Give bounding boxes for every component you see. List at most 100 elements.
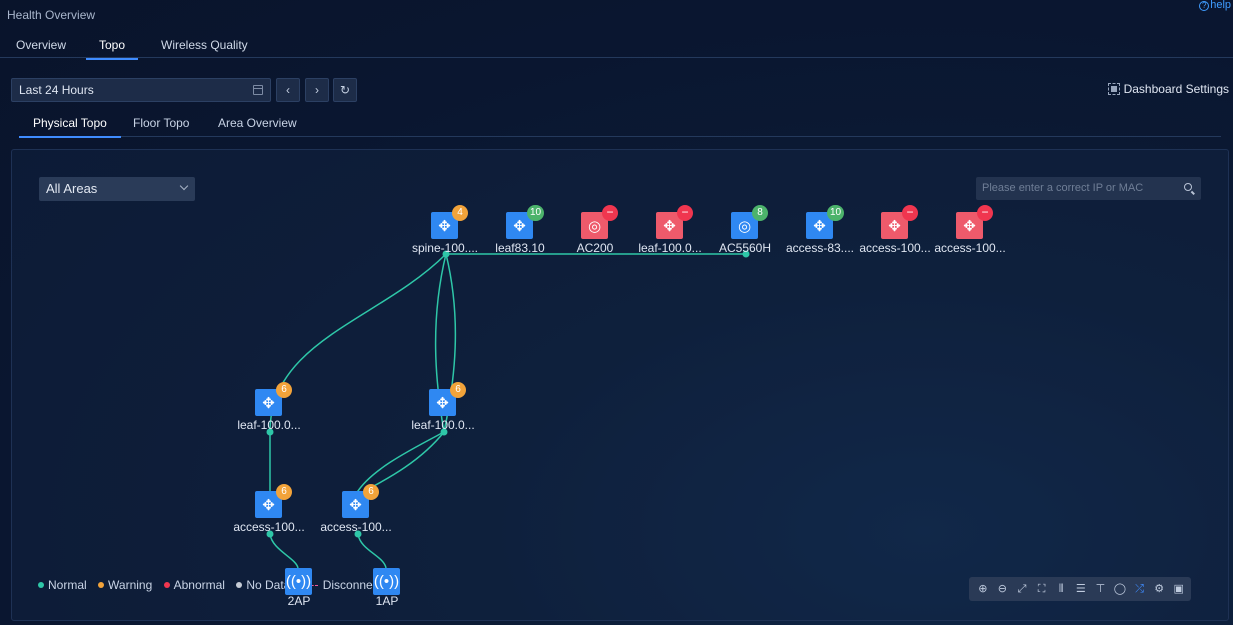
fullscreen-icon[interactable]: ⛶ [1037, 583, 1046, 595]
next-range-button[interactable]: › [305, 78, 329, 102]
legend-normal: Normal [38, 578, 87, 592]
align-icon[interactable]: ⫴ [1058, 583, 1064, 595]
fit-view-icon[interactable]: ⤢ [1017, 583, 1027, 595]
app-title: Health Overview [7, 8, 96, 22]
access-point-icon: ((•)) [373, 568, 400, 595]
area-filter-select[interactable]: All Areas [39, 177, 195, 201]
link-access100c-ap2[interactable] [269, 533, 299, 569]
help-icon: ? [1199, 1, 1210, 11]
dashboard-settings-label: Dashboard Settings [1123, 82, 1229, 96]
port-dot [442, 250, 450, 258]
device-node-leaf100a[interactable]: ✥ − leaf-100.0... [620, 205, 720, 256]
device-node-ac200[interactable]: ◎ − AC200 [545, 205, 645, 256]
port-dot [440, 428, 448, 436]
tab-floor-topo[interactable]: Floor Topo [133, 116, 190, 130]
zoom-in-icon[interactable]: ⊕ [978, 583, 988, 595]
alarm-badge: 10 [527, 205, 545, 221]
access-point-icon: ((•)) [285, 568, 312, 595]
tab-area-overview[interactable]: Area Overview [218, 116, 297, 130]
dashboard-settings-button[interactable]: Dashboard Settings [1107, 82, 1229, 96]
tab-topo[interactable]: Topo [86, 38, 139, 60]
main-tabs: Overview Topo Wireless Quality [0, 32, 1233, 60]
legend-no-data: No Data [236, 578, 290, 592]
device-label: leaf83.10 [495, 241, 545, 255]
alarm-badge: 8 [752, 205, 768, 221]
device-label: access-100... [859, 241, 931, 255]
access-controller-icon: ◎ [731, 212, 758, 239]
switch-icon: ✥ [255, 491, 282, 518]
device-node-ac5560h[interactable]: ◎ 8 AC5560H [695, 205, 795, 256]
sub-tabs: Physical Topo Floor Topo Area Overview [19, 112, 1221, 138]
time-range-value: Last 24 Hours [19, 83, 94, 97]
search-placeholder: Please enter a correct IP or MAC [982, 182, 1144, 194]
tree-layout-icon[interactable]: ⊤ [1095, 583, 1106, 595]
device-label: 2AP [287, 594, 311, 608]
device-node-access100a[interactable]: ✥ − access-100... [845, 205, 945, 256]
device-label: access-100... [934, 241, 1006, 255]
previous-range-button[interactable]: ‹ [276, 78, 300, 102]
device-node-access83[interactable]: ✥ 10 access-83.... [770, 205, 870, 256]
port-dot [742, 250, 750, 258]
device-label: AC5560H [718, 241, 772, 255]
device-node-leaf100c[interactable]: ✥ 6 leaf-100.0... [393, 382, 493, 433]
time-range-picker[interactable]: Last 24 Hours [11, 78, 271, 102]
device-node-leaf83[interactable]: ✥ 10 leaf83.10 [470, 205, 570, 256]
link-leaf100c-access100d-a[interactable] [355, 431, 445, 495]
search-input[interactable]: Please enter a correct IP or MAC [976, 177, 1201, 200]
link-leaf100c-access100d-b[interactable] [369, 431, 445, 489]
device-label: leaf-100.0... [638, 241, 702, 255]
device-label: access-100... [320, 520, 392, 534]
alarm-badge: 6 [450, 382, 466, 398]
device-node-spine[interactable]: ✥ 4 spine-100.... [395, 205, 495, 256]
search-icon [1184, 183, 1192, 191]
device-label: spine-100.... [411, 241, 479, 255]
device-node-access100d[interactable]: ✥ 6 access-100... [306, 484, 406, 535]
device-node-1ap[interactable]: ((•)) 1AP [337, 568, 437, 612]
device-label: leaf-100.0... [237, 418, 301, 432]
port-dot [266, 428, 274, 436]
device-label: AC200 [576, 241, 614, 255]
alarm-badge: 10 [827, 205, 845, 221]
alarm-badge: − [902, 205, 918, 221]
access-controller-icon: ◎ [581, 212, 608, 239]
port-dot [266, 530, 274, 538]
help-link[interactable]: ?help [1199, 0, 1231, 11]
refresh-button[interactable]: ↻ [333, 78, 357, 102]
tab-overview[interactable]: Overview [16, 38, 67, 52]
device-node-access100c[interactable]: ✥ 6 access-100... [219, 484, 319, 535]
switch-icon: ✥ [956, 212, 983, 239]
dashboard-settings-icon [1107, 83, 1120, 95]
alarm-badge: − [677, 205, 693, 221]
switch-icon: ✥ [429, 389, 456, 416]
shuffle-icon[interactable]: ⤮ [1135, 583, 1144, 595]
alarm-badge: − [977, 205, 993, 221]
device-label: 1AP [375, 594, 399, 608]
switch-icon: ✥ [656, 212, 683, 239]
switch-icon: ✥ [506, 212, 533, 239]
zoom-out-icon[interactable]: ⊖ [997, 583, 1007, 595]
alarm-badge: 6 [276, 484, 292, 500]
gear-icon[interactable]: ⚙ [1154, 583, 1165, 595]
alarm-badge: − [602, 205, 618, 221]
save-icon[interactable]: ▣ [1173, 583, 1184, 595]
legend-warning: Warning [98, 578, 152, 592]
tab-wireless-quality[interactable]: Wireless Quality [161, 38, 248, 52]
tab-physical-topo[interactable]: Physical Topo [19, 116, 121, 138]
device-node-leaf100b[interactable]: ✥ 6 leaf-100.0... [219, 382, 319, 433]
alarm-badge: 6 [363, 484, 379, 500]
alarm-badge: 4 [452, 205, 468, 221]
port-dot [354, 530, 362, 538]
device-node-2ap[interactable]: ((•)) 2AP [249, 568, 349, 612]
device-label: access-100... [233, 520, 305, 534]
topology-panel [11, 149, 1229, 621]
link-access100d-ap1[interactable] [357, 533, 387, 569]
legend-abnormal: Abnormal [163, 578, 225, 592]
calendar-icon [253, 85, 263, 95]
help-label: help [1210, 0, 1231, 11]
device-node-access100b[interactable]: ✥ − access-100... [920, 205, 1020, 256]
device-label: access-83.... [785, 241, 855, 255]
circle-layout-icon[interactable]: ◯ [1113, 583, 1127, 595]
status-legend: Normal Warning Abnormal No Data Disconne… [38, 578, 403, 592]
layer-icon[interactable]: ☰ [1075, 583, 1086, 595]
